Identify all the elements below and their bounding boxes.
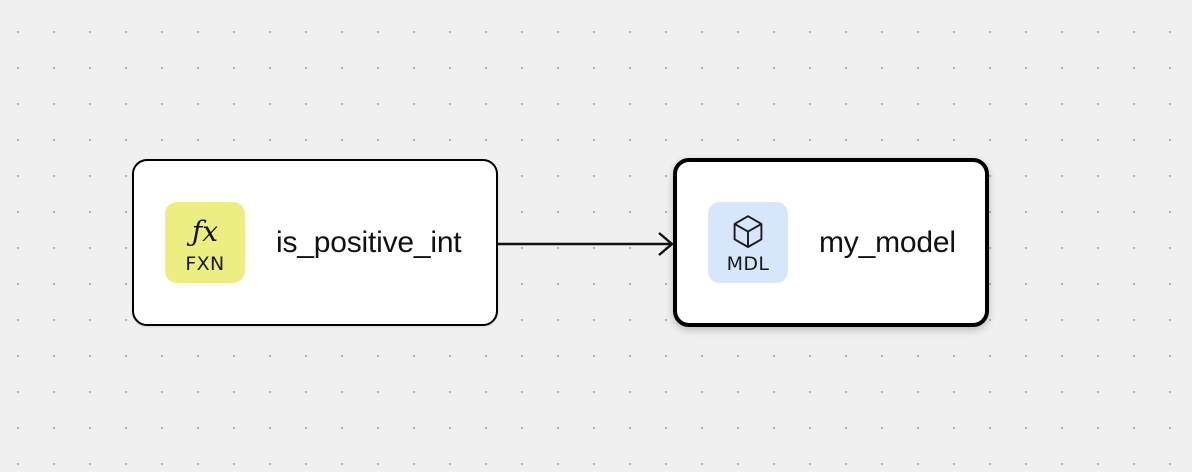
cube-icon bbox=[731, 212, 765, 252]
node-badge-label: FXN bbox=[185, 252, 225, 275]
node-title: is_positive_int bbox=[276, 225, 462, 259]
node-badge-fxn: ƒx FXN bbox=[165, 202, 245, 283]
cube-icon-svg bbox=[733, 214, 763, 248]
node-title: my_model bbox=[819, 225, 956, 259]
edge-fxn-to-mdl[interactable] bbox=[497, 232, 674, 256]
function-icon-glyph: ƒx bbox=[191, 214, 219, 248]
node-badge-label: MDL bbox=[726, 252, 770, 275]
edge-arrowhead-icon bbox=[658, 232, 674, 256]
node-my-model[interactable]: MDL my_model bbox=[673, 158, 989, 327]
node-badge-mdl: MDL bbox=[708, 202, 788, 283]
function-icon: ƒx bbox=[192, 212, 218, 252]
node-is-positive-int[interactable]: ƒx FXN is_positive_int bbox=[132, 159, 498, 326]
